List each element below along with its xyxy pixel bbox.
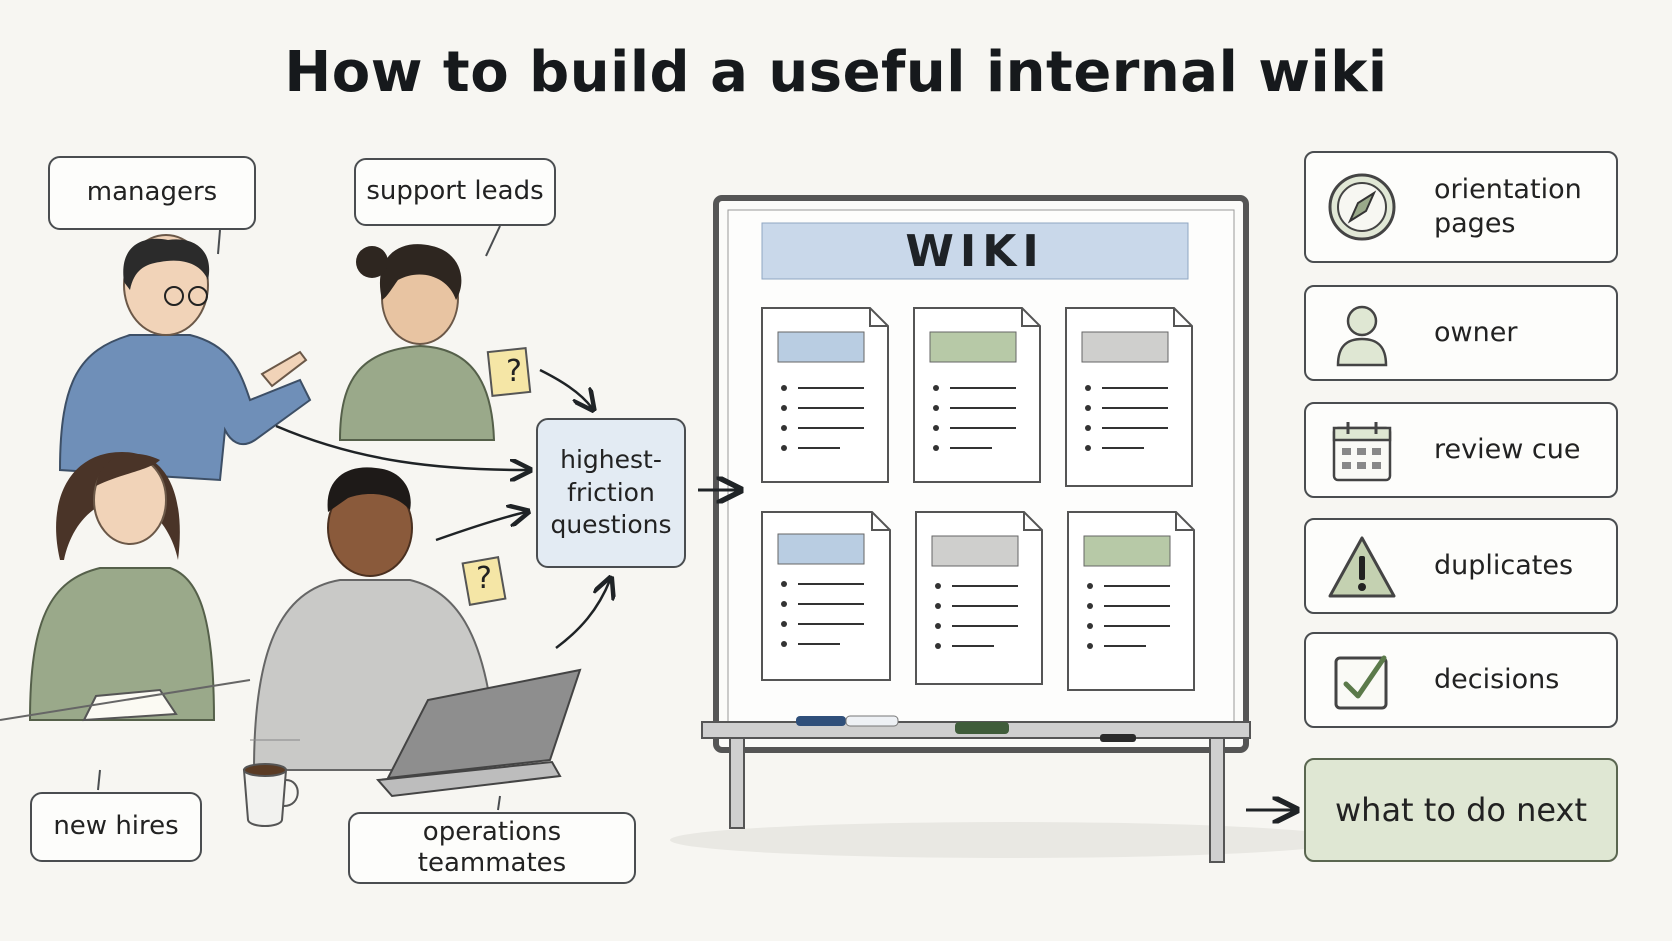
marker-white [845, 715, 899, 727]
bubble-managers-label: managers [86, 177, 218, 208]
question-mark: ? [506, 354, 522, 389]
bubble-tail-new-hires [97, 769, 101, 791]
bubble-tail-managers [217, 229, 221, 255]
calendar-icon [1332, 422, 1392, 482]
page-title: How to build a useful internal wiki [284, 40, 1388, 105]
marker-black [1100, 734, 1136, 742]
card-label: review cue [1434, 434, 1581, 466]
marker-blue [796, 716, 846, 726]
laptop [386, 668, 582, 780]
wiki-page [913, 307, 1041, 483]
wiki-pages [761, 307, 1195, 691]
wiki-page [915, 511, 1043, 685]
card-label: owner [1434, 317, 1518, 349]
board-leg-left [729, 737, 745, 829]
card-label: duplicates [1434, 550, 1574, 582]
floor-shadow [670, 822, 1350, 858]
bubble-tail-operations [497, 795, 501, 811]
arrow-manager-to-hub [275, 424, 528, 470]
board-leg-right [1209, 737, 1225, 863]
card-label: orientation pages [1434, 174, 1582, 239]
warning-icon [1328, 536, 1396, 598]
bubble-operations-teammates: operations teammates [348, 812, 636, 884]
arrow-support-to-hub [539, 368, 592, 408]
coffee-mug [242, 763, 299, 827]
arrow-laptop-to-hub [555, 580, 610, 649]
card-orientation-pages: orientation pages [1304, 151, 1618, 263]
card-duplicates: duplicates [1304, 518, 1618, 614]
checkbox-icon [1334, 655, 1388, 710]
arrow-operations-to-hub [435, 512, 526, 542]
bubble-managers: managers [48, 156, 256, 230]
card-owner: owner [1304, 285, 1618, 381]
marker-green [955, 722, 1009, 734]
bubble-new-hires-label: new hires [53, 811, 179, 842]
bubble-support-leads: support leads [354, 158, 556, 226]
bubble-new-hires: new hires [30, 792, 202, 862]
person-manager [58, 234, 312, 482]
wiki-page [1067, 511, 1195, 691]
next-step-label: what to do next [1334, 791, 1588, 829]
card-decisions: decisions [1304, 632, 1618, 728]
person-icon [1336, 305, 1388, 367]
question-mark: ? [476, 561, 492, 596]
question-card [486, 347, 532, 397]
wiki-page [761, 307, 889, 483]
person-support-lead [338, 244, 532, 441]
person-new-hire [28, 452, 216, 722]
wiki-page [1065, 307, 1193, 487]
wiki-page [761, 511, 891, 681]
bubble-support-leads-label: support leads [366, 176, 544, 207]
wiki-title: WIKI [905, 225, 1045, 277]
compass-icon [1328, 173, 1396, 241]
bubble-tail-support [485, 225, 501, 257]
flow-arrows [275, 368, 1294, 810]
card-label: decisions [1434, 664, 1560, 696]
notebook [82, 688, 178, 722]
hub-highest-friction-questions: highest-friction questions [536, 418, 686, 568]
person-operations [252, 467, 582, 798]
hub-label: highest-friction questions [550, 445, 672, 540]
next-step-box: what to do next [1304, 758, 1618, 862]
bubble-operations-label: operations teammates [417, 816, 567, 878]
wiki-banner [761, 222, 1189, 280]
card-review-cue: review cue [1304, 402, 1618, 498]
question-card [461, 556, 507, 606]
